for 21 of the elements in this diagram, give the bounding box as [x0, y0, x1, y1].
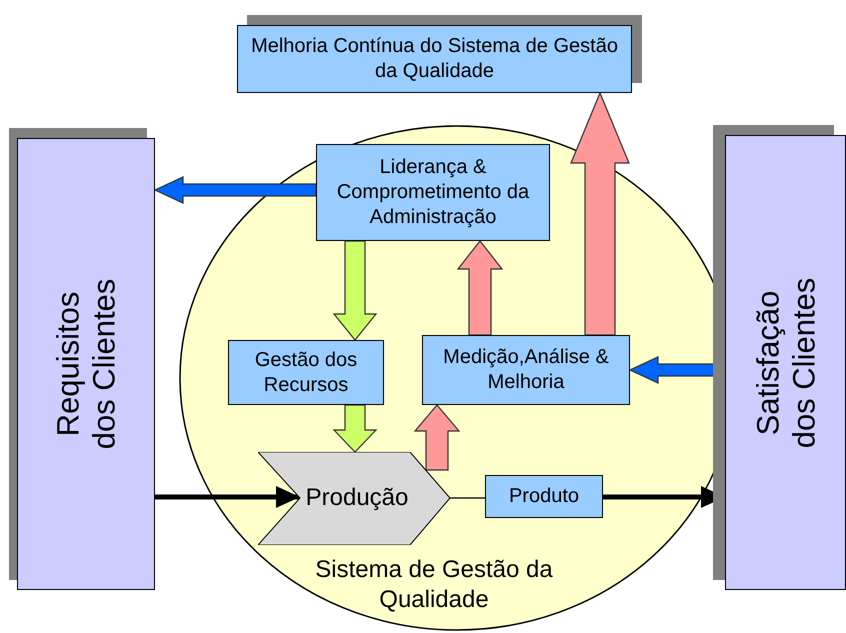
box-label: Produção	[304, 483, 410, 513]
connector-line	[450, 497, 485, 499]
process-box	[228, 340, 384, 405]
box-label: Satisfação dos Clientes	[750, 276, 822, 450]
process-box	[316, 144, 550, 241]
block-arrow	[414, 404, 460, 471]
ellipse-label: Sistema de Gestão da Qualidade	[314, 555, 554, 615]
box-label: Melhoria Contínua do Sistema de Gestão da Qualidade	[250, 34, 619, 84]
box-label: Produto	[508, 484, 580, 509]
arrow	[155, 486, 300, 508]
block-arrow	[570, 91, 630, 336]
box-label: Liderança & Comprometimento da Administração	[336, 155, 530, 230]
box-label: Gestão dos Recursos	[254, 348, 358, 398]
block-arrow	[456, 240, 504, 336]
process-box	[422, 335, 630, 405]
box-label: Requisitos dos Clientes	[50, 278, 122, 452]
block-arrow	[332, 240, 378, 341]
block-arrow	[332, 404, 378, 453]
box-label: Medição,Análise & Melhoria	[442, 345, 610, 395]
process-box	[485, 475, 603, 518]
block-arrow	[154, 176, 317, 204]
